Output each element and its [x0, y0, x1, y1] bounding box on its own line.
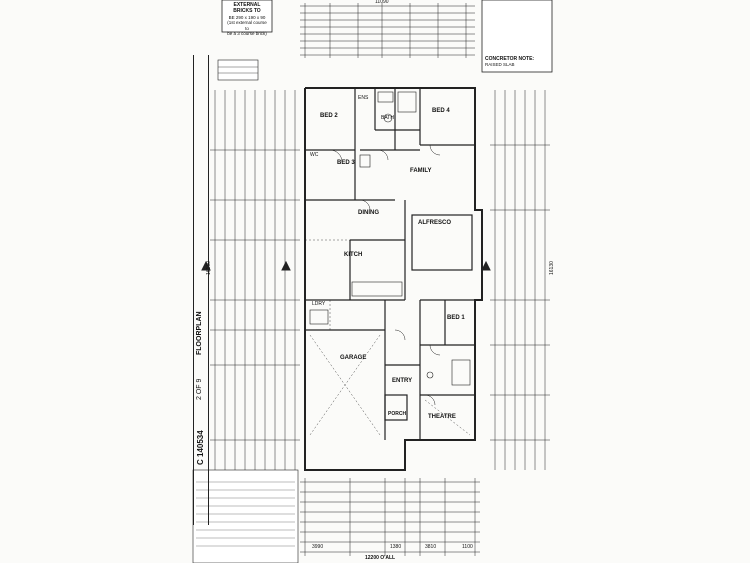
room-family: FAMILY [410, 168, 432, 174]
room-theatre: THEATRE [428, 414, 456, 420]
note-line: be a 3 course brick) [227, 31, 267, 37]
concretor-note-title: CONCRETOR NOTE: [485, 56, 535, 62]
left-overall-dim: 16130 [206, 261, 212, 275]
job-number: C 140534 [196, 430, 205, 465]
note-line: RAISED SLAB [485, 62, 515, 68]
room-bed1: BED 1 [447, 315, 465, 321]
room-kitchen: KITCH [344, 252, 363, 258]
bottom-dim-3: 3810 [425, 544, 437, 550]
title-block: FLOORPLAN 2 OF 9 C 140534 [193, 55, 209, 525]
floorplan-title: FLOORPLAN [196, 311, 203, 355]
concretor-note: CONCRETOR NOTE: RAISED SLAB [482, 54, 552, 72]
bottom-dim-2: 1380 [390, 544, 402, 550]
bottom-dim-4: 1100 [462, 544, 473, 550]
room-bed2: BED 2 [320, 113, 338, 119]
bottom-overall-dim: 12200 O'ALL [365, 555, 396, 561]
note-line: EXTERNAL BRICKS TO [233, 2, 261, 15]
room-porch: PORCH [388, 411, 407, 417]
note-line: BE 290 x 190 x 90 [228, 14, 266, 20]
room-ldry: LDRY [312, 301, 326, 307]
room-wc: WC [310, 152, 319, 158]
sheet-number: 2 OF 9 [196, 378, 203, 400]
room-garage: GARAGE [340, 355, 367, 361]
room-bed4: BED 4 [432, 108, 450, 114]
room-dining: DINING [358, 210, 379, 216]
bottom-dim-1: 3990 [312, 544, 324, 550]
room-entry: ENTRY [392, 378, 413, 384]
external-bricks-note: EXTERNAL BRICKS TO BE 290 x 190 x 90 (1s… [222, 0, 272, 36]
room-alfresco: ALFRESCO [418, 220, 451, 226]
note-line: (1st external course to [227, 20, 267, 31]
room-bath: BATH [381, 115, 394, 121]
top-dimension: 11090 [375, 0, 389, 5]
room-bed3: BED 3 [337, 160, 355, 166]
right-overall-dim: 16130 [549, 261, 555, 275]
room-ens: ENS [358, 95, 369, 101]
